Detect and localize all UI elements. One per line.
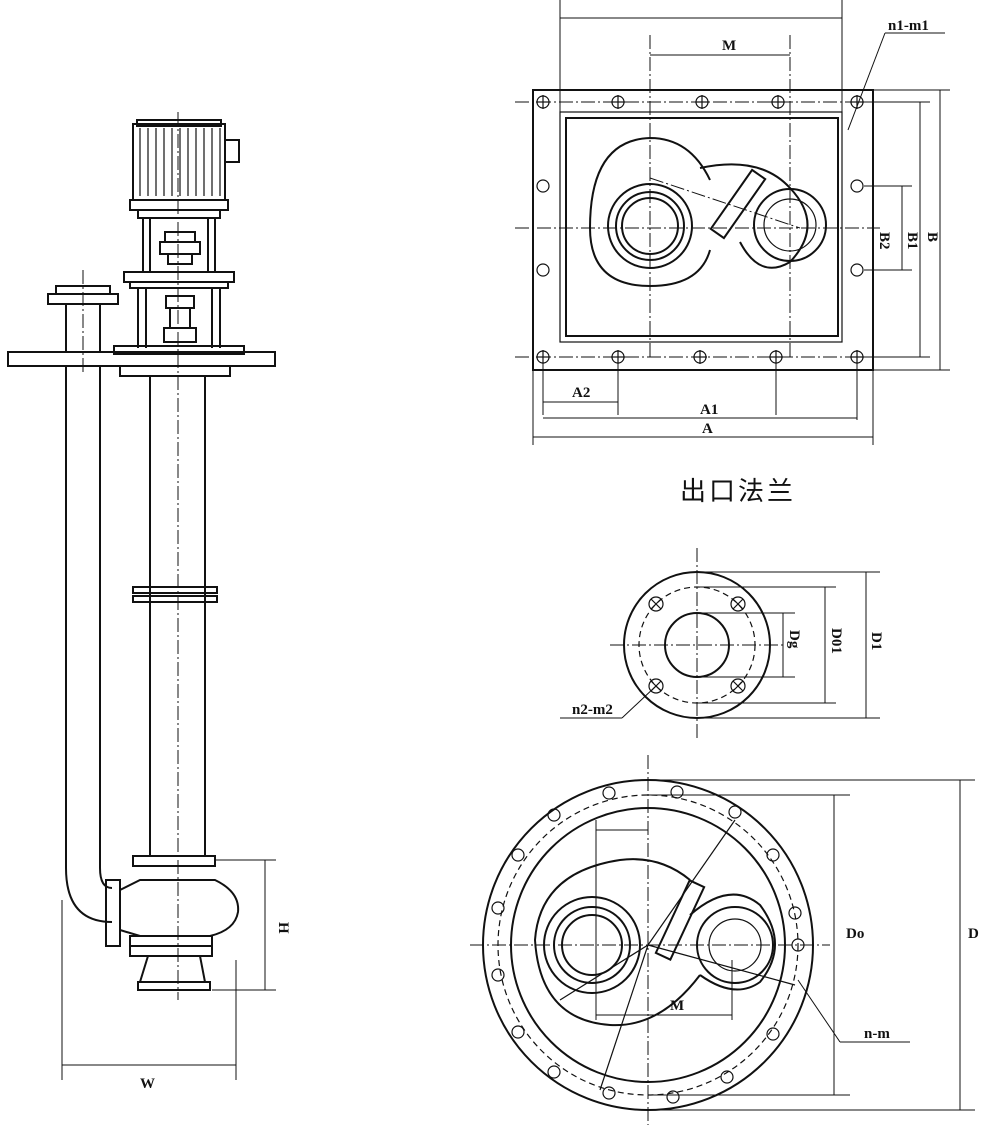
top-dimensions: M A2 A1 A B2 B1 B [532,0,950,445]
top-pump-column [588,136,827,288]
dim-label-Do: Do [846,926,864,942]
dim-label-D01: D01 [828,628,844,654]
bolt-holes [536,95,864,364]
round-base-pump-column [533,819,796,1091]
column-pipe [132,376,218,867]
rectangular-base-plan: M A2 A1 A B2 B1 B [515,0,950,445]
dim-label-D: D [968,926,979,942]
motor [129,119,240,219]
discharge-pipe [65,366,121,947]
dim-label-M-top: M [722,38,736,54]
dim-label-A2: A2 [572,385,590,401]
caption-outlet-flange: 出口法兰 [680,477,796,507]
label-n2-m2: n2-m2 [572,702,613,718]
dim-label-W: W [140,1076,155,1092]
dim-label-A: A [702,421,713,437]
label-n-m: n-m [864,1026,890,1042]
base-plate-outline [532,89,874,371]
dim-label-H: H [275,922,291,934]
dim-label-A1: A1 [700,402,718,418]
dim-label-D1: D1 [868,632,884,650]
dim-label-B1: B1 [904,232,920,250]
round-base-bolt-holes [491,785,805,1104]
dimension-W: W [61,900,237,1092]
dimension-H: H [212,859,291,991]
pump-side-elevation: H W [7,112,291,1092]
flange-bolt-holes [648,596,746,694]
dim-label-M-bottom: M [670,998,684,1014]
dim-label-B2: B2 [876,232,892,250]
outlet-flange-view: Dg D01 D1 n2-m2 [560,548,884,740]
round-base-plan: M Do D n-m [470,755,979,1125]
dim-label-Dg: Dg [786,630,802,649]
label-n1-m1: n1-m1 [888,18,929,34]
dim-label-B: B [924,232,940,242]
motor-stand [113,218,245,355]
pump-casing [119,879,240,991]
